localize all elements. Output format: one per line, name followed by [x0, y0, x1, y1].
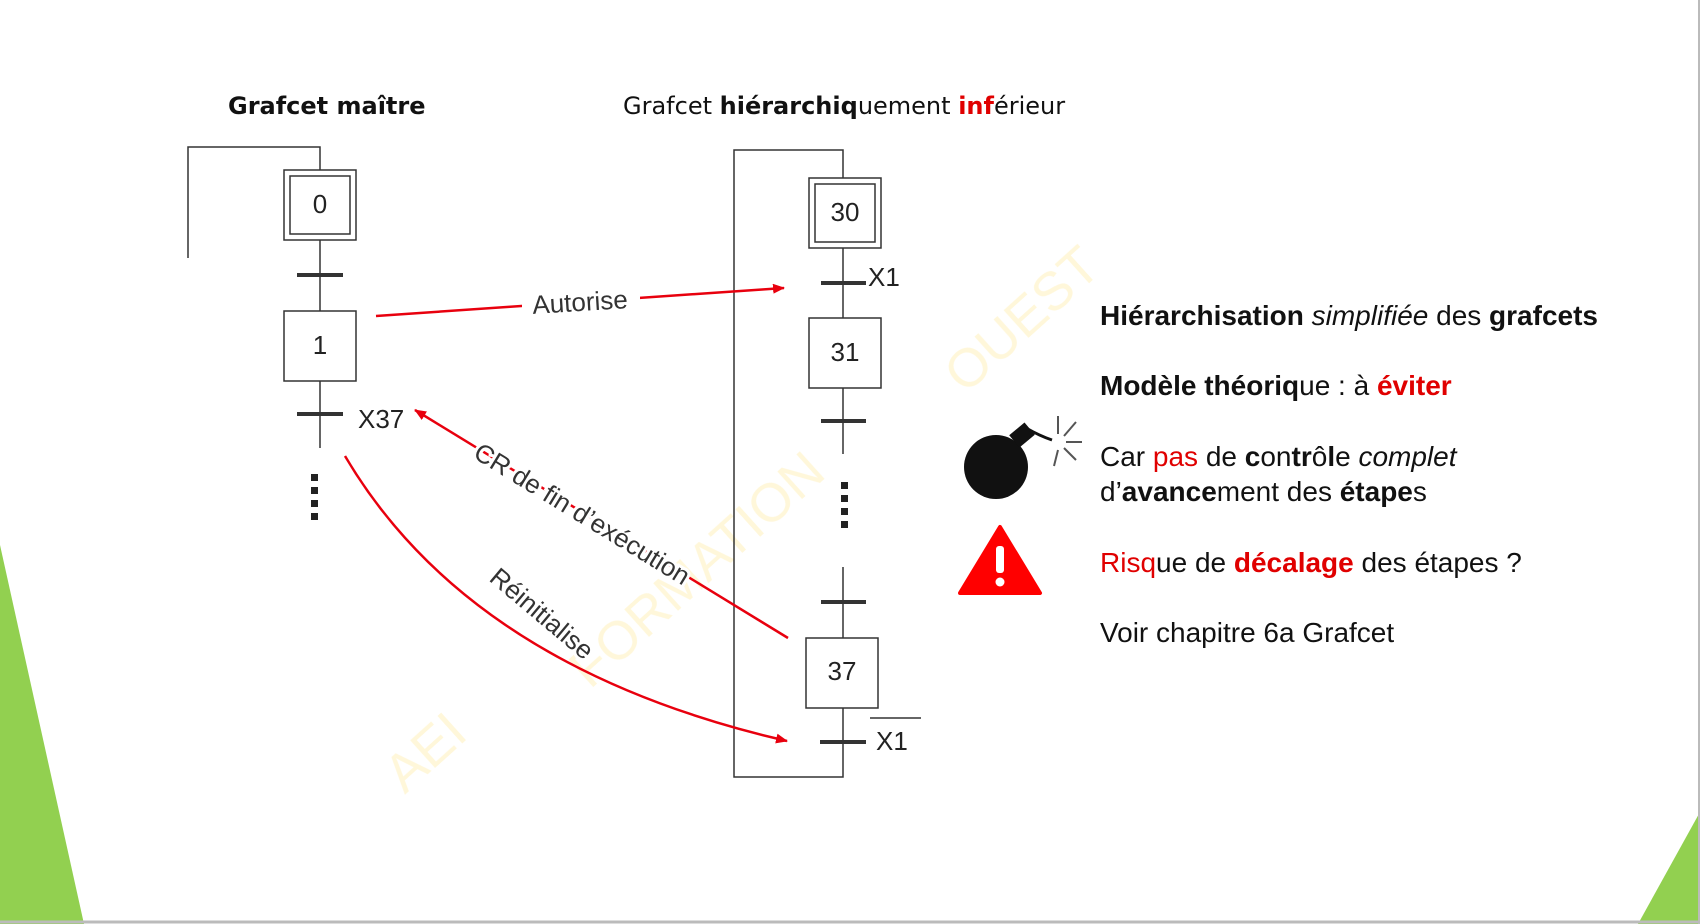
master-step-0-inner	[289, 175, 351, 235]
green-triangle-left	[0, 545, 84, 924]
sub-step-31	[808, 317, 882, 389]
green-triangle-right	[1638, 812, 1700, 924]
arrow-reinit-label: Réinitialise	[484, 562, 600, 666]
watermark-aei: AEI	[373, 701, 478, 804]
panel-line-5: Voir chapitre 6a Grafcet	[1100, 617, 1395, 648]
master-grafcet	[187, 146, 357, 448]
arrow-authorize-label: Autorise	[531, 284, 628, 320]
master-step-0-label: 0	[313, 189, 327, 219]
sub-step-30-inner	[814, 183, 876, 243]
panel-line-4: Risque de décalage des étapes ?	[1100, 547, 1522, 578]
sub-step-30-label: 30	[831, 197, 860, 227]
arrow-authorize: Autorise	[375, 283, 785, 320]
sub-receptivity-bottom-label: X1	[876, 726, 908, 756]
warning-icon	[958, 525, 1042, 595]
master-step-0-outer	[283, 169, 357, 241]
panel-line-3a: Car pas de contrôle complet	[1100, 441, 1457, 472]
panel-line-2: Modèle théorique : à éviter	[1100, 370, 1452, 401]
panel-line-1: Hiérarchisation simplifiée des grafcets	[1100, 300, 1598, 331]
master-receptivity-label: X37	[358, 404, 404, 434]
sub-step-37-label: 37	[828, 656, 857, 686]
sub-step-31-label: 31	[831, 337, 860, 367]
watermark: AEI FORMATION OUEST	[373, 235, 1111, 804]
watermark-ouest: OUEST	[933, 235, 1111, 404]
sub-receptivity-top-label: X1	[868, 262, 900, 292]
master-grafcet-title: Grafcet maître	[228, 92, 426, 120]
watermark-formation: FORMATION	[558, 440, 836, 699]
sub-continuation-dots	[841, 482, 848, 528]
sub-step-37	[805, 637, 879, 709]
master-continuation-dots	[311, 474, 318, 520]
panel-line-3b: d’avancement des étapes	[1100, 476, 1427, 507]
master-step-1-label: 1	[313, 330, 327, 360]
sub-grafcet-title: Grafcet hiérarchiquement inférieur	[623, 92, 1066, 120]
sub-grafcet	[733, 149, 921, 778]
bomb-icon	[964, 416, 1082, 499]
sub-step-30-outer	[808, 177, 882, 249]
